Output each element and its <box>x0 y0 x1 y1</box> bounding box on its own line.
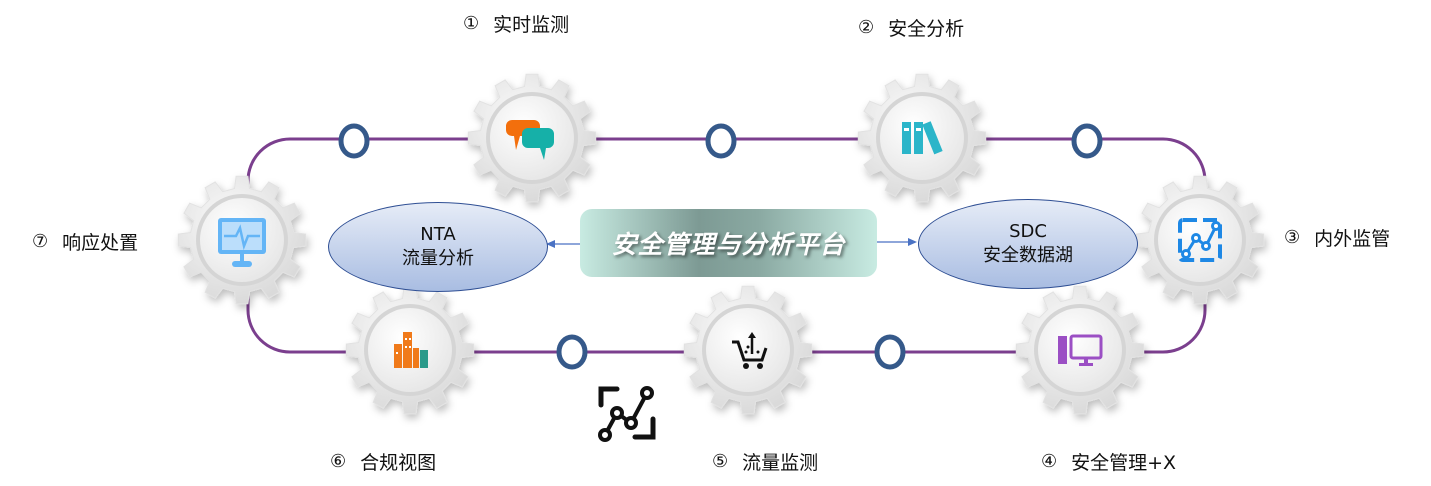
step-label-2: ② 安全分析 <box>858 14 964 41</box>
step-text: 安全分析 <box>888 18 965 40</box>
nta-sublabel: 流量分析 <box>402 248 474 269</box>
nta-node: NTA 流量分析 <box>328 202 548 292</box>
step-number: ⑥ <box>330 451 347 472</box>
step-text: 流量监测 <box>742 452 819 474</box>
nta-label: NTA <box>420 224 456 245</box>
gear-step-7 <box>177 175 307 305</box>
step-label-1: ① 实时监测 <box>463 10 569 37</box>
step-text: 安全管理+X <box>1071 452 1177 474</box>
step-label-3: ③ 内外监管 <box>1284 224 1390 251</box>
step-text: 实时监测 <box>493 14 570 36</box>
sdc-label: SDC <box>1009 221 1047 242</box>
step-text: 响应处置 <box>62 232 139 254</box>
sdc-node: SDC 安全数据湖 <box>918 199 1138 289</box>
binders-icon <box>902 121 943 155</box>
gear-step-4 <box>1015 285 1145 415</box>
connector-ring <box>556 334 588 370</box>
monitor-pulse-icon <box>218 218 266 267</box>
line-chart-icon <box>1178 218 1222 262</box>
gear-step-1 <box>467 73 597 203</box>
step-text: 合规视图 <box>360 452 437 474</box>
computer-icon <box>1058 334 1103 366</box>
line-chart-icon <box>598 386 656 442</box>
connector-ring <box>1071 123 1103 159</box>
step-label-5: ⑤ 流量监测 <box>712 448 818 475</box>
step-label-6: ⑥ 合规视图 <box>330 448 436 475</box>
connector-ring <box>705 123 737 159</box>
arrowhead-right <box>908 238 917 246</box>
chat-bubbles-icon <box>506 120 554 160</box>
buildings-icon <box>394 332 428 368</box>
connector-ring <box>874 334 906 370</box>
platform-title: 安全管理与分析平台 <box>580 209 877 277</box>
cart-upload-icon <box>732 332 768 369</box>
gear-step-2 <box>857 73 987 203</box>
step-text: 内外监管 <box>1314 228 1391 250</box>
connector-ring <box>338 123 370 159</box>
step-number: ④ <box>1041 451 1058 472</box>
step-number: ⑤ <box>712 451 729 472</box>
step-number: ⑦ <box>32 231 49 252</box>
step-label-4: ④ 安全管理+X <box>1041 448 1176 475</box>
gear-step-3 <box>1135 175 1265 305</box>
step-number: ① <box>463 13 480 34</box>
step-number: ② <box>858 17 875 38</box>
gear-step-6 <box>345 285 475 415</box>
gear-step-5 <box>683 285 813 415</box>
arrowhead-left <box>546 240 555 248</box>
sdc-sublabel: 安全数据湖 <box>983 245 1073 266</box>
step-number: ③ <box>1284 227 1301 248</box>
step-label-7: ⑦ 响应处置 <box>32 228 138 255</box>
